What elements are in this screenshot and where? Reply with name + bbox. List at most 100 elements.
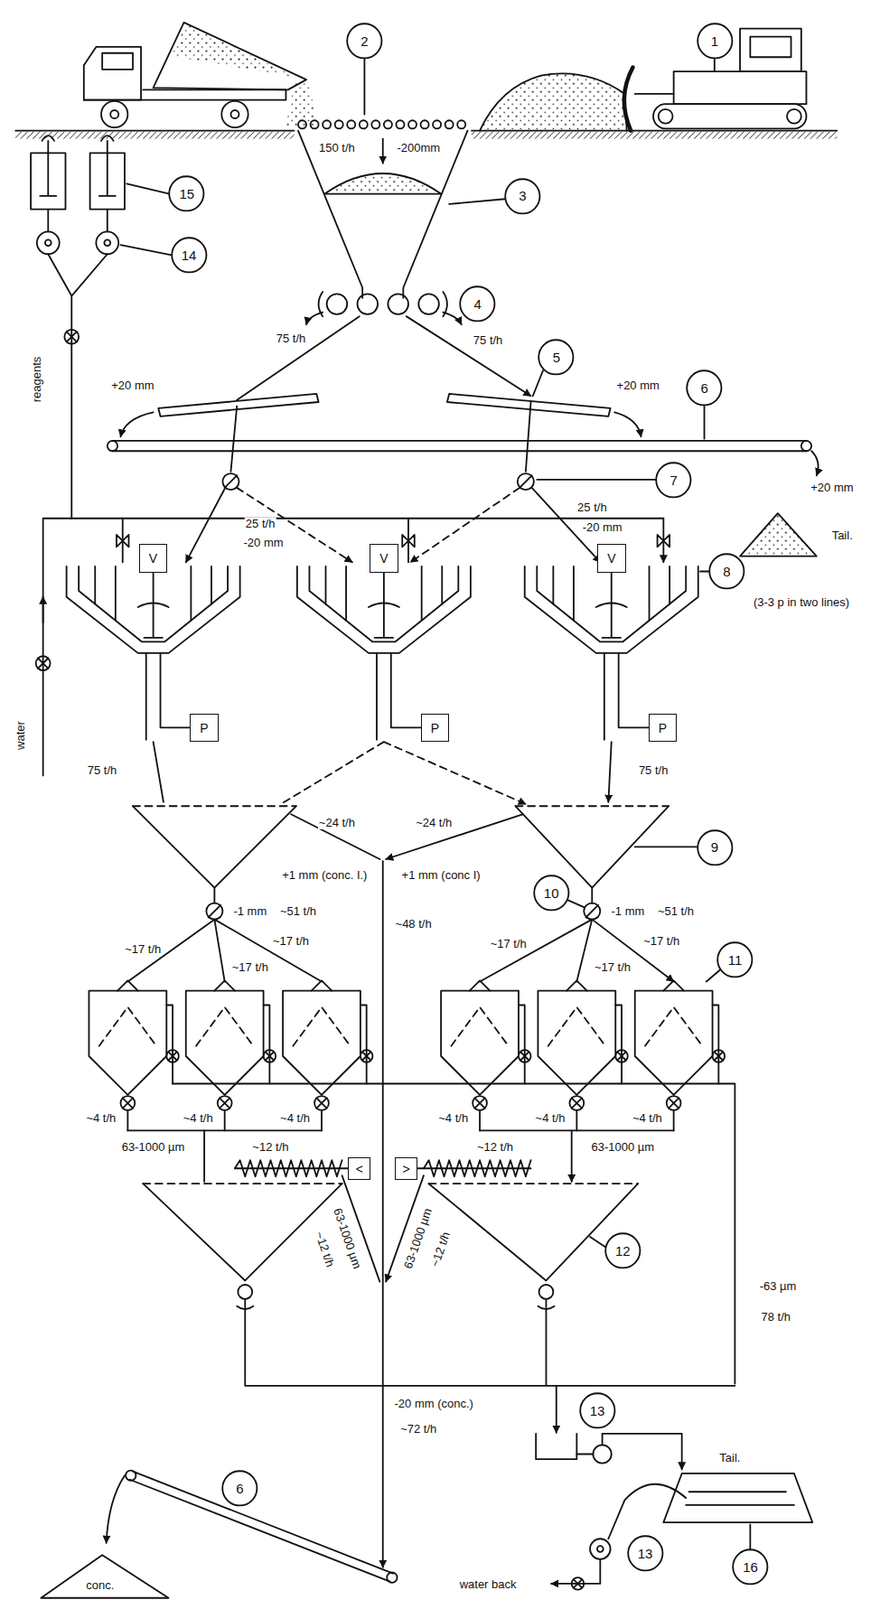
callout-number: 6 xyxy=(221,1469,259,1508)
splitter xyxy=(236,487,353,562)
callout-number: 7 xyxy=(655,461,693,499)
node-text: 12 xyxy=(615,1244,631,1258)
flow-label: -20 mm xyxy=(581,521,624,534)
node-text: > xyxy=(402,1162,411,1176)
flow-label: ~17 t/h xyxy=(642,935,681,948)
tailings-system xyxy=(571,1577,585,1591)
classifier-cone xyxy=(208,905,222,918)
flow-label: 25 t/h xyxy=(576,500,609,514)
classifier-cone xyxy=(586,905,600,918)
reagent-tank xyxy=(66,331,77,342)
flow-label: +1 mm (conc. I.) xyxy=(280,869,368,882)
flow-label: ~51 t/h xyxy=(279,905,318,918)
splitter xyxy=(186,488,225,562)
node-text: V xyxy=(379,552,388,565)
ground xyxy=(15,130,837,132)
belt-conveyor xyxy=(107,440,118,451)
flow-label: 63-1000 µm xyxy=(589,1141,656,1154)
flow-label: Tail. xyxy=(831,529,854,543)
feeder-roller xyxy=(387,293,409,315)
node-text: P xyxy=(199,721,208,735)
bulldozer xyxy=(479,28,806,132)
node-text: 5 xyxy=(552,350,561,365)
callout-number: 3 xyxy=(504,177,542,216)
flotation-cells xyxy=(280,741,526,805)
flow-label: (3-3 p in two lines) xyxy=(752,596,851,609)
water-line xyxy=(36,655,51,671)
tailings-system xyxy=(592,1444,611,1463)
reagent-tank xyxy=(64,329,79,345)
splitter xyxy=(519,475,533,488)
feeder-roller xyxy=(327,293,348,315)
classifier-units xyxy=(186,980,276,1131)
flow-label: -20 mm (conc.) xyxy=(393,1396,475,1410)
callout-circle xyxy=(346,23,382,58)
callout-circle xyxy=(732,1549,768,1584)
belt-conveyor xyxy=(739,513,817,556)
repeated-strokes xyxy=(234,120,532,1177)
screen xyxy=(158,393,319,417)
node-text: 4 xyxy=(474,297,482,311)
callout-number: 11 xyxy=(716,941,754,979)
flow-label: +20 mm xyxy=(110,379,155,393)
dump-truck xyxy=(171,24,299,78)
flow-label: +20 mm xyxy=(616,379,661,393)
water-line xyxy=(42,597,45,623)
reagent-tank xyxy=(37,231,60,254)
node-text: 16 xyxy=(742,1560,759,1574)
callout-circle xyxy=(709,554,744,590)
tailings-system xyxy=(589,1538,611,1560)
node-text: P xyxy=(430,721,440,735)
flow-label: 75 t/h xyxy=(637,764,670,778)
callout-circle xyxy=(687,370,722,405)
concentrate-conveyor xyxy=(125,1470,136,1481)
callout-circle xyxy=(605,1233,640,1268)
flow-label: +20 mm xyxy=(809,481,854,495)
callout-circle xyxy=(169,177,205,212)
grizzly-bar xyxy=(457,120,466,129)
screw-flight xyxy=(234,1160,343,1177)
flow-label: ~4 t/h xyxy=(437,1112,469,1125)
classifier-units xyxy=(204,1130,572,1181)
classifier-units xyxy=(440,980,531,1131)
node-text: 6 xyxy=(235,1481,244,1496)
belt-conveyor xyxy=(801,440,812,451)
flow-label: 75 t/h xyxy=(275,332,308,346)
screw-classifier xyxy=(236,1306,554,1310)
pump-box: P xyxy=(189,713,219,743)
dump-truck xyxy=(84,46,141,101)
callout-number: 1 xyxy=(696,22,734,60)
reagent-tank xyxy=(42,135,114,141)
callout-circle xyxy=(533,876,569,911)
flow-label: conc. xyxy=(84,1579,115,1592)
motor-box: V xyxy=(597,543,627,573)
screen xyxy=(533,370,543,396)
belt-conveyor xyxy=(703,406,706,440)
flow-label: ~24 t/h xyxy=(318,816,356,830)
node-text: V xyxy=(607,552,616,565)
screw-flight xyxy=(423,1160,532,1177)
splitter xyxy=(410,487,520,562)
node-text: 8 xyxy=(722,564,731,579)
grizzly-bar xyxy=(371,120,380,129)
tailings-system xyxy=(555,1385,558,1433)
classifier-cone xyxy=(382,861,384,1568)
flow-label: -1 mm xyxy=(609,905,646,918)
concentrate-conveyor xyxy=(130,1471,394,1583)
screw-classifier xyxy=(142,1168,735,1386)
flow-label: ~24 t/h xyxy=(414,816,453,830)
splitter xyxy=(536,478,656,481)
classifier-cone xyxy=(583,903,600,920)
flow-label: -1 mm xyxy=(232,905,268,918)
flow-label: reagents xyxy=(30,355,44,404)
screen xyxy=(614,411,641,437)
node-text: P xyxy=(658,721,667,735)
callout-number: 13 xyxy=(627,1535,665,1573)
screw-classifier xyxy=(142,1182,638,1185)
node-text: 9 xyxy=(711,840,719,854)
flow-label: -20 mm xyxy=(242,536,284,550)
ground xyxy=(15,131,837,140)
